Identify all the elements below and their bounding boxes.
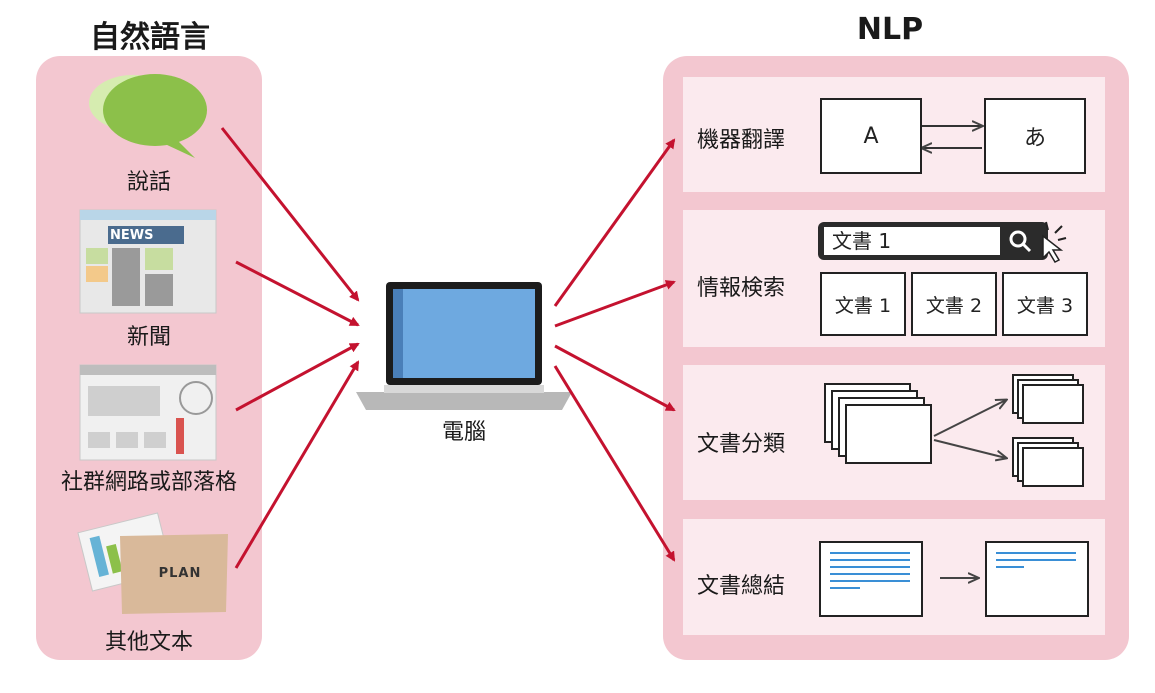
classification-arrows <box>933 400 1006 458</box>
category-stack-bottom-icon <box>1012 437 1084 487</box>
input-arrows <box>220 127 360 569</box>
target-language-card: あ <box>984 98 1086 174</box>
laptop-icon <box>356 282 572 410</box>
task-label-classification: 文書分類 <box>697 432 786 457</box>
label-speech: 說話 <box>126 170 171 195</box>
result-card: 文書 3 <box>1002 272 1088 336</box>
search-query: 文書 1 <box>832 229 892 253</box>
search-icon <box>1009 230 1032 253</box>
task-label-summarization: 文書總結 <box>697 574 786 599</box>
cursor-icon <box>1042 221 1067 263</box>
summary-document-icon <box>985 541 1089 617</box>
label-social: 社群網路或部落格 <box>60 470 237 495</box>
label-computer: 電腦 <box>441 420 486 445</box>
speech-bubble-icon <box>89 74 207 158</box>
document-stack-icon <box>824 383 932 464</box>
left-title: 自然語言 <box>90 20 210 55</box>
source-language-card: A <box>820 98 922 174</box>
news-badge: NEWS <box>110 228 154 243</box>
task-label-retrieval: 情報検索 <box>697 276 786 301</box>
translation-arrows <box>922 126 982 148</box>
search-bar <box>818 222 1048 260</box>
task-label-translation: 機器翻譯 <box>697 128 786 153</box>
documents-icon <box>77 512 228 614</box>
long-document-icon <box>819 541 923 617</box>
webpage-icon <box>79 364 217 461</box>
newspaper-icon <box>79 209 217 314</box>
folder-plan-label: PLAN <box>158 566 202 581</box>
label-other-text: 其他文本 <box>104 630 193 655</box>
result-card: 文書 2 <box>911 272 997 336</box>
result-card: 文書 1 <box>820 272 906 336</box>
right-title: NLP <box>856 12 924 47</box>
category-stack-top-icon <box>1012 374 1084 424</box>
output-arrows <box>553 138 676 562</box>
label-news: 新聞 <box>126 325 171 350</box>
